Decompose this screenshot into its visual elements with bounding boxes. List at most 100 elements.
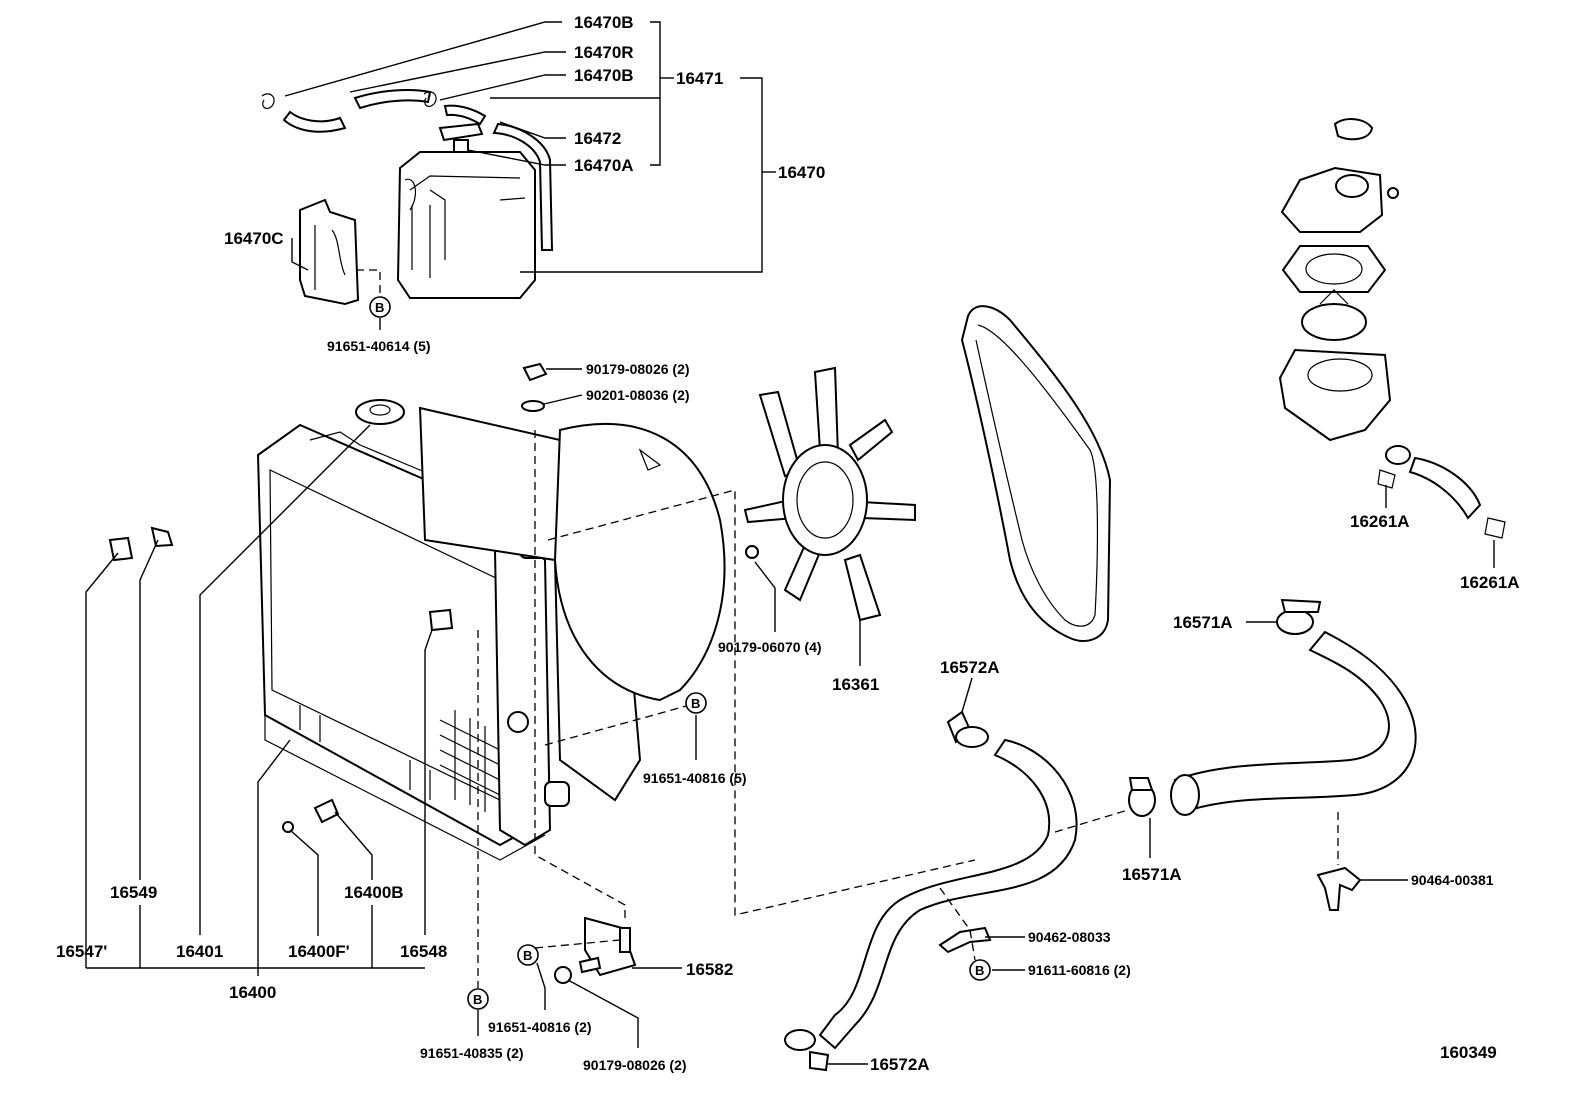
label-16400F: 16400F' [288,942,350,961]
bracket-16470 [520,77,763,273]
bolt-marker-shroud [685,692,707,714]
drain-plug [150,526,174,548]
water-outlet [1280,166,1384,233]
clamp-16572A-bottom-screw [809,1050,830,1072]
label-16470B-top: 16470B [574,13,634,32]
label-91651-40816-2: 91651-40816 (2) [488,1019,592,1035]
dash-nut-column [534,430,626,920]
radiator-hoses: 16572A 16572A 16571A 16571A 90464-00381 … [784,598,1494,1074]
leader-16549 [139,539,159,880]
fan-blade-7 [848,418,894,462]
reservoir-hose-left [282,110,347,133]
diagram-id: 160349 [1440,1043,1497,1062]
lower-radiator-hose [1173,630,1417,812]
leader-16400B [334,811,373,880]
fan-blade-5 [843,553,882,622]
fan-blade-1 [813,366,840,457]
label-16470R: 16470R [574,43,634,62]
bypass-clamp-b [1484,517,1506,539]
reservoir-group: 16470B 16470R 16470B 16471 16472 16470A … [224,13,825,354]
leader-91651-40816-2 [536,962,546,1010]
leader-16472 [499,121,566,139]
hose-clip-mid [423,91,437,108]
label-16470A: 16470A [574,156,634,175]
reservoir-bracket [299,198,360,306]
label-90179-08026-top: 90179-08026 (2) [586,361,690,377]
label-16361: 16361 [832,675,879,694]
label-16549: 16549 [110,883,157,902]
bracket-nut [554,966,572,984]
fan-shroud-arrow [638,448,662,471]
water-outlet-group: 16261A 16261A [1278,118,1520,592]
clamp-90464 [1316,866,1362,911]
grommet [108,536,134,562]
belt-inner [975,324,1099,627]
label-16548: 16548 [400,942,447,961]
label-16571A-top: 16571A [1173,613,1233,632]
label-91651-40614: 91651-40614 (5) [327,338,431,354]
label-90462-08033: 90462-08033 [1028,929,1111,945]
leader-90201 [543,394,583,405]
lower-hose-end [1170,774,1200,816]
water-outlet-bleeder [1387,187,1399,199]
label-16261A-1: 16261A [1350,512,1410,531]
outlet-cap [1333,118,1374,141]
water-inlet-opening [1307,358,1373,392]
bypass-hose [1408,456,1482,520]
label-91651-40835: 91651-40835 (2) [420,1045,524,1061]
water-inlet-housing [1278,348,1392,442]
bolt-marker-text-91611: B [975,963,984,978]
label-16470: 16470 [778,163,825,182]
label-90464-00381: 90464-00381 [1411,872,1494,888]
reservoir-cap [438,122,484,142]
label-16261A-2: 16261A [1460,573,1520,592]
fan-hub [782,444,868,556]
leader-16470C [291,238,309,271]
bypass-clamp-a [1377,469,1396,489]
label-16400: 16400 [229,983,276,1002]
leader-16470B-mid [439,74,566,101]
label-90201-08036: 90201-08036 (2) [586,387,690,403]
bolt-marker-text-shroud: B [691,696,700,711]
radiator-group: 90179-08026 (2) 90201-08036 (2) 90179-06… [56,361,976,1073]
leader-16548 [424,629,433,935]
leader-16400F [289,829,319,936]
water-outlet-neck [1335,174,1369,198]
bolt-marker-bracket [517,944,539,966]
fan-nut [745,545,759,559]
leader-16400 [257,739,291,968]
clamp-16571A-top [1276,609,1314,635]
clamp-90462 [938,926,992,954]
upper-radiator-hose [818,738,1078,1050]
label-16472: 16472 [574,129,621,148]
label-16582: 16582 [686,960,733,979]
reservoir-overflow-hose [492,122,554,251]
radiator-lower-outlet [544,781,570,807]
bolt-marker-text-reservoir: B [375,300,384,315]
dash-bracket-bolt [356,269,381,295]
fan-hub-inner [796,461,854,539]
label-16572A-top: 16572A [940,658,1000,677]
label-16471: 16471 [676,69,723,88]
clamp-16571A-bottom-screw [1128,777,1154,791]
nut-90179-08026 [522,362,548,382]
radiator-side-bracket [493,538,552,847]
belt-outer [960,305,1112,642]
washer-90201 [521,400,545,412]
bracket-bolt [578,956,602,974]
clamp-16572A-bottom [784,1029,816,1051]
bolt-marker-lower [467,988,489,1010]
leader-16547 [85,552,119,968]
radiator-cap-inner [369,404,391,416]
cooling-fan [743,366,916,622]
reservoir-bracket-detail [314,225,346,290]
label-90179-06070: 90179-06070 (4) [718,639,822,655]
bolt-marker-text-lower: B [473,992,482,1007]
clamp-16571A-top-band [1280,598,1322,613]
leader-90179-06070 [754,561,776,632]
reservoir-hose-short [443,104,487,126]
bolt-marker-91611 [969,959,991,981]
label-16547: 16547' [56,942,107,961]
fan-blade-6 [861,500,916,522]
